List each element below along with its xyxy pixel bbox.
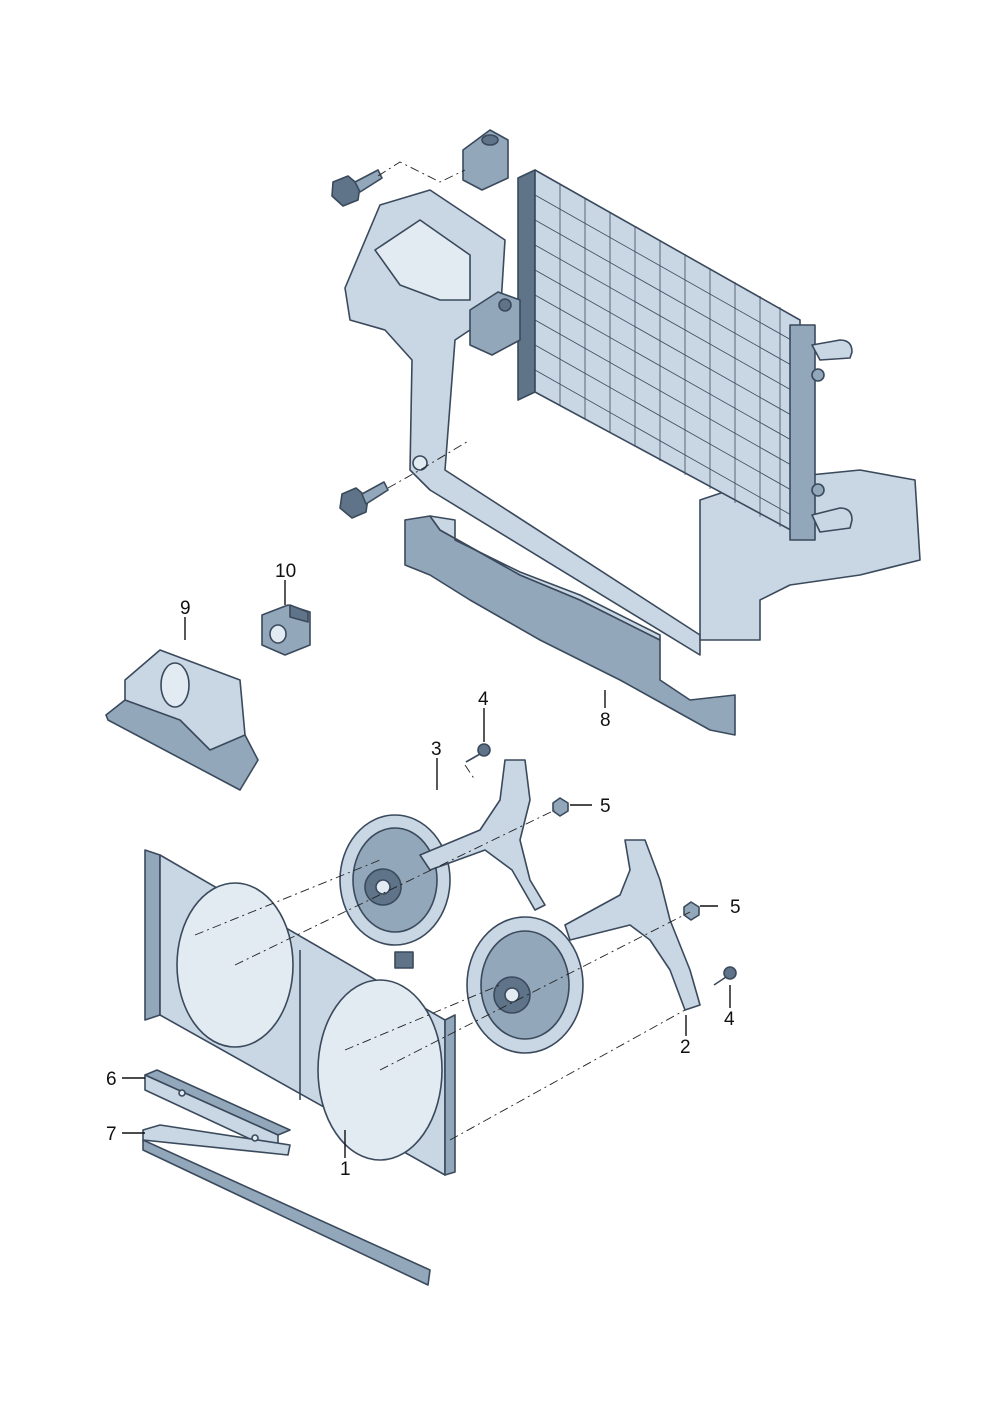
callout-1: 1: [340, 1159, 351, 1180]
fan-motor-right: [466, 916, 584, 1054]
callout-4-lower: 4: [724, 1009, 735, 1030]
callout-5-lower: 5: [730, 897, 741, 918]
air-deflector-part-8: [404, 515, 736, 736]
fan-bracket-part-3: [419, 759, 546, 911]
clip-part-10: [261, 604, 311, 656]
fan-bracket-part-2: [564, 839, 701, 1011]
callout-10: 10: [275, 561, 296, 582]
callout-5-upper: 5: [600, 796, 611, 817]
callout-8: 8: [600, 710, 611, 731]
upper-bolt-guide: [377, 161, 466, 183]
callout-labels: 10 9 8 4 3 5 5 4 2 6 7 1: [106, 561, 741, 1180]
leader-lines: [122, 580, 731, 1158]
callout-4-upper: 4: [478, 689, 489, 710]
callout-7: 7: [106, 1124, 117, 1145]
lower-bolt: [339, 481, 389, 519]
upper-bolt: [331, 169, 383, 207]
callout-9: 9: [180, 598, 191, 619]
radiator-core-grid: [534, 184, 801, 527]
radiator: [517, 169, 853, 541]
callout-6: 6: [106, 1069, 117, 1090]
lower-radiator-bracket: [469, 291, 521, 356]
fan-motor-left: [339, 814, 451, 969]
lock-carrier-frame: [344, 189, 921, 656]
bracket-part-9: [105, 649, 259, 791]
callout-3: 3: [431, 739, 442, 760]
callout-2: 2: [680, 1037, 691, 1058]
nut-part-5-upper: [552, 797, 569, 817]
upper-radiator-bracket: [462, 129, 509, 191]
screw-part-4-lower: [713, 966, 737, 986]
screw-part-4-upper: [465, 743, 491, 763]
foam-strip-part-7: [142, 1124, 431, 1286]
assembly-guide-lines: [194, 764, 691, 1141]
nut-part-5-lower: [683, 901, 700, 921]
